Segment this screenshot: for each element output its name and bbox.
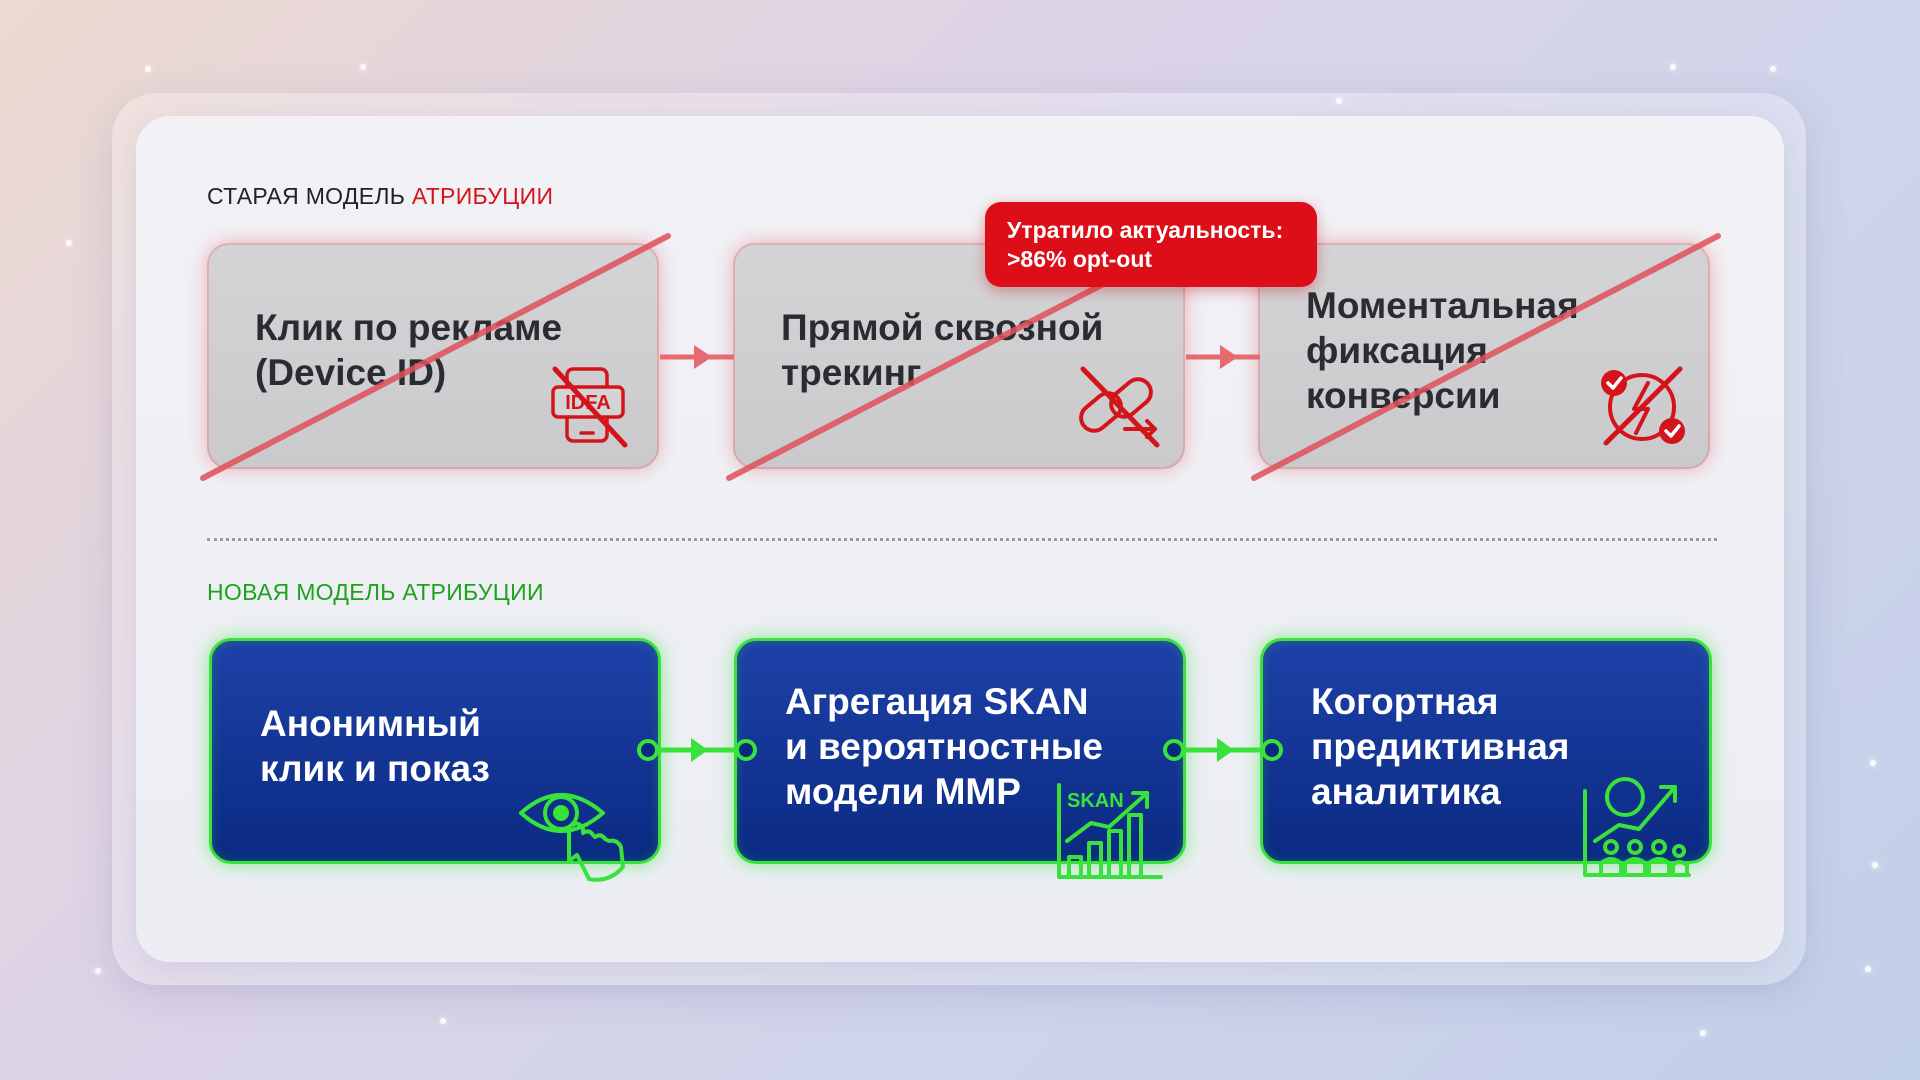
new-card-anonymous-click: Анонимный клик и показ [209,638,661,882]
sparkle [1336,98,1342,104]
old-card-text: Клик по рекламе (Device ID) [255,307,563,393]
sparkle [1670,64,1676,70]
old-model-heading: СТАРАЯ МОДЕЛЬ АТРИБУЦИИ [207,183,553,210]
old-flow-arrow [1186,345,1260,369]
idfa-icon-label: IDFA [565,392,611,414]
sparkle [1870,760,1876,766]
old-flow-arrow [660,345,734,369]
new-card-text: Агрегация SKAN и вероятностные модели MM… [785,681,1103,812]
old-model-heading-accent: АТРИБУЦИИ [411,183,554,209]
sparkle [1700,1030,1706,1036]
sparkle [1865,966,1871,972]
broken-link-crossed-icon [1079,366,1160,448]
new-card-skan-aggregation: Агрегация SKAN и вероятностные модели MM… [734,638,1186,879]
old-card-instant-conversion: Моментальная фиксация конверсии [1258,243,1710,469]
sparkle [145,66,151,72]
old-card-text: Моментальная фиксация конверсии [1306,285,1579,416]
old-model-heading-prefix: СТАРАЯ МОДЕЛЬ [207,183,412,209]
sparkle [360,64,366,70]
sparkle [1872,862,1878,868]
skan-icon-label: SKAN [1067,790,1124,812]
section-separator [207,538,1717,541]
new-card-text: Когортная предиктивная аналитика [1311,681,1570,812]
idfa-phone-crossed-icon: IDFA [551,366,628,448]
eye-hand-pointer-icon [519,793,625,882]
new-card-cohort-analytics: Когортная предиктивная аналитика [1260,638,1712,877]
new-flow-connector [637,738,757,762]
old-card-text: Прямой сквозной трекинг [781,307,1104,393]
outdated-badge: Утратило актуальность: >86% opt-out [985,202,1317,287]
sparkle [440,1018,446,1024]
new-card-text: Анонимный клик и показ [260,703,490,789]
new-flow-connector [1163,738,1283,762]
lightning-check-crossed-icon [1601,366,1685,446]
old-card-device-id: Клик по рекламе (Device ID) IDFA [207,243,659,469]
sparkle [1770,66,1776,72]
sparkle [66,240,72,246]
skan-growth-chart-icon: SKAN [1057,783,1163,879]
sparkle [95,968,101,974]
cohort-growth-chart-icon [1583,777,1691,877]
new-model-heading: НОВАЯ МОДЕЛЬ АТРИБУЦИИ [207,579,544,605]
